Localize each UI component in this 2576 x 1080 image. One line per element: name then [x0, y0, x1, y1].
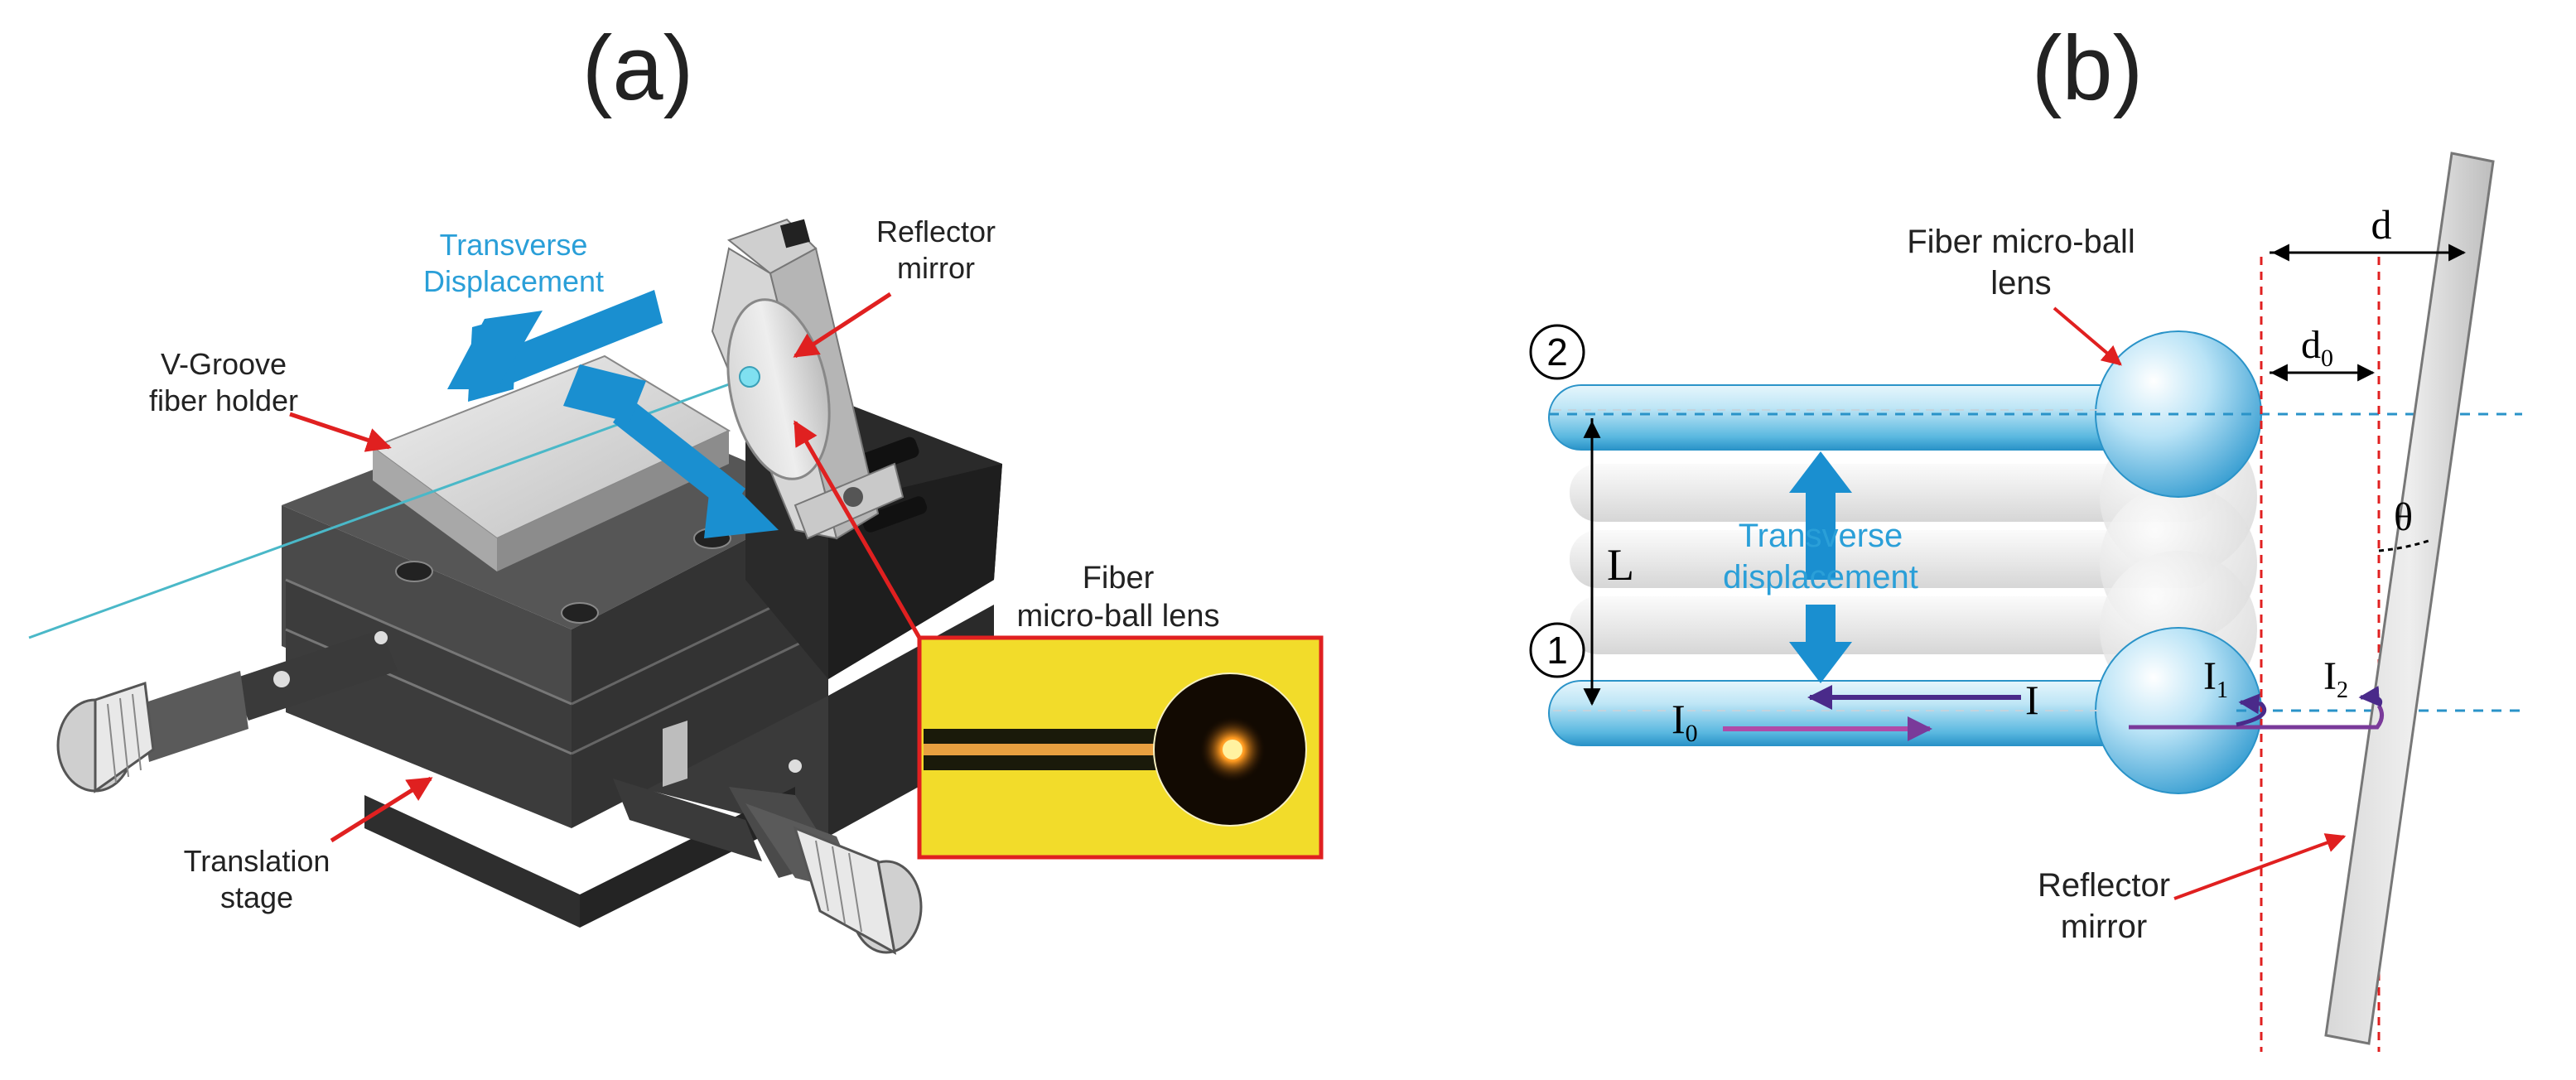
reflector-mirror-label-line2: mirror	[897, 251, 975, 285]
reflector-mirror-label-line1: Reflector	[876, 215, 996, 248]
stage-pointer-arrow	[330, 776, 433, 843]
transverse-arrows	[447, 290, 779, 538]
vgroove-label-line1: V-Groove	[161, 347, 287, 381]
micrometer-right	[613, 721, 923, 955]
transverse-label-line2: Displacement	[423, 264, 604, 298]
L-label: L	[1607, 540, 1634, 590]
theta-arc	[2378, 538, 2432, 552]
reflector-pointer-arrow	[793, 292, 892, 359]
stage-label-line2: stage	[220, 880, 293, 914]
inset-pointer-line	[793, 420, 922, 639]
panel-b-title: (b)	[2032, 17, 2143, 119]
ball-lens-label-line2: lens	[1990, 265, 2051, 301]
panel-a: (a)	[28, 17, 1324, 955]
panel-b: (b) d	[1529, 17, 2522, 1052]
panel-a-title: (a)	[582, 17, 693, 119]
reflector-b-pointer-arrow	[2173, 833, 2347, 900]
inset-label-line2: micro-ball lens	[1017, 599, 1220, 634]
transverse-displacement-line2: displacement	[1723, 559, 1918, 595]
I-label: I	[2025, 677, 2039, 723]
I1-reflection	[2236, 693, 2267, 727]
ball-lens-label-line1: Fiber micro-ball	[1907, 224, 2135, 260]
reflector-label-line2: mirror	[2061, 909, 2147, 945]
d0-label: d0	[2301, 323, 2333, 372]
micro-ball-lens-inset: Fiber micro-ball lens	[793, 420, 1324, 860]
fiber-2-number: 2	[1546, 330, 1568, 374]
fiber-2-marker	[1529, 324, 1585, 380]
I2-reflection	[2358, 686, 2383, 707]
transverse-displacement-arrows	[1789, 451, 1852, 683]
fiber-2	[1548, 330, 2522, 498]
fiber-1-number: 1	[1546, 629, 1568, 672]
I1-label: I1	[2203, 654, 2228, 703]
ball-lens-pointer-arrow	[2053, 306, 2122, 366]
reflector-label-line1: Reflector	[2038, 867, 2170, 904]
d-label: d	[2371, 201, 2392, 248]
inset-label-line1: Fiber	[1083, 561, 1155, 595]
micrometer-left	[56, 629, 398, 793]
transverse-label-line1: Transverse	[440, 228, 588, 262]
fiber-1-marker	[1529, 622, 1585, 678]
transverse-displacement-line1: Transverse	[1739, 518, 1903, 554]
vgroove-label-line2: fiber holder	[149, 383, 298, 417]
theta-label: θ	[2394, 495, 2413, 539]
reflector-mirror-plate	[2324, 152, 2495, 1045]
vgroove-pointer-arrow	[289, 412, 392, 452]
I0-label: I0	[1672, 696, 1698, 747]
light-path	[2129, 704, 2384, 730]
I2-label: I2	[2323, 654, 2348, 703]
stage-label-line1: Translation	[184, 844, 330, 878]
